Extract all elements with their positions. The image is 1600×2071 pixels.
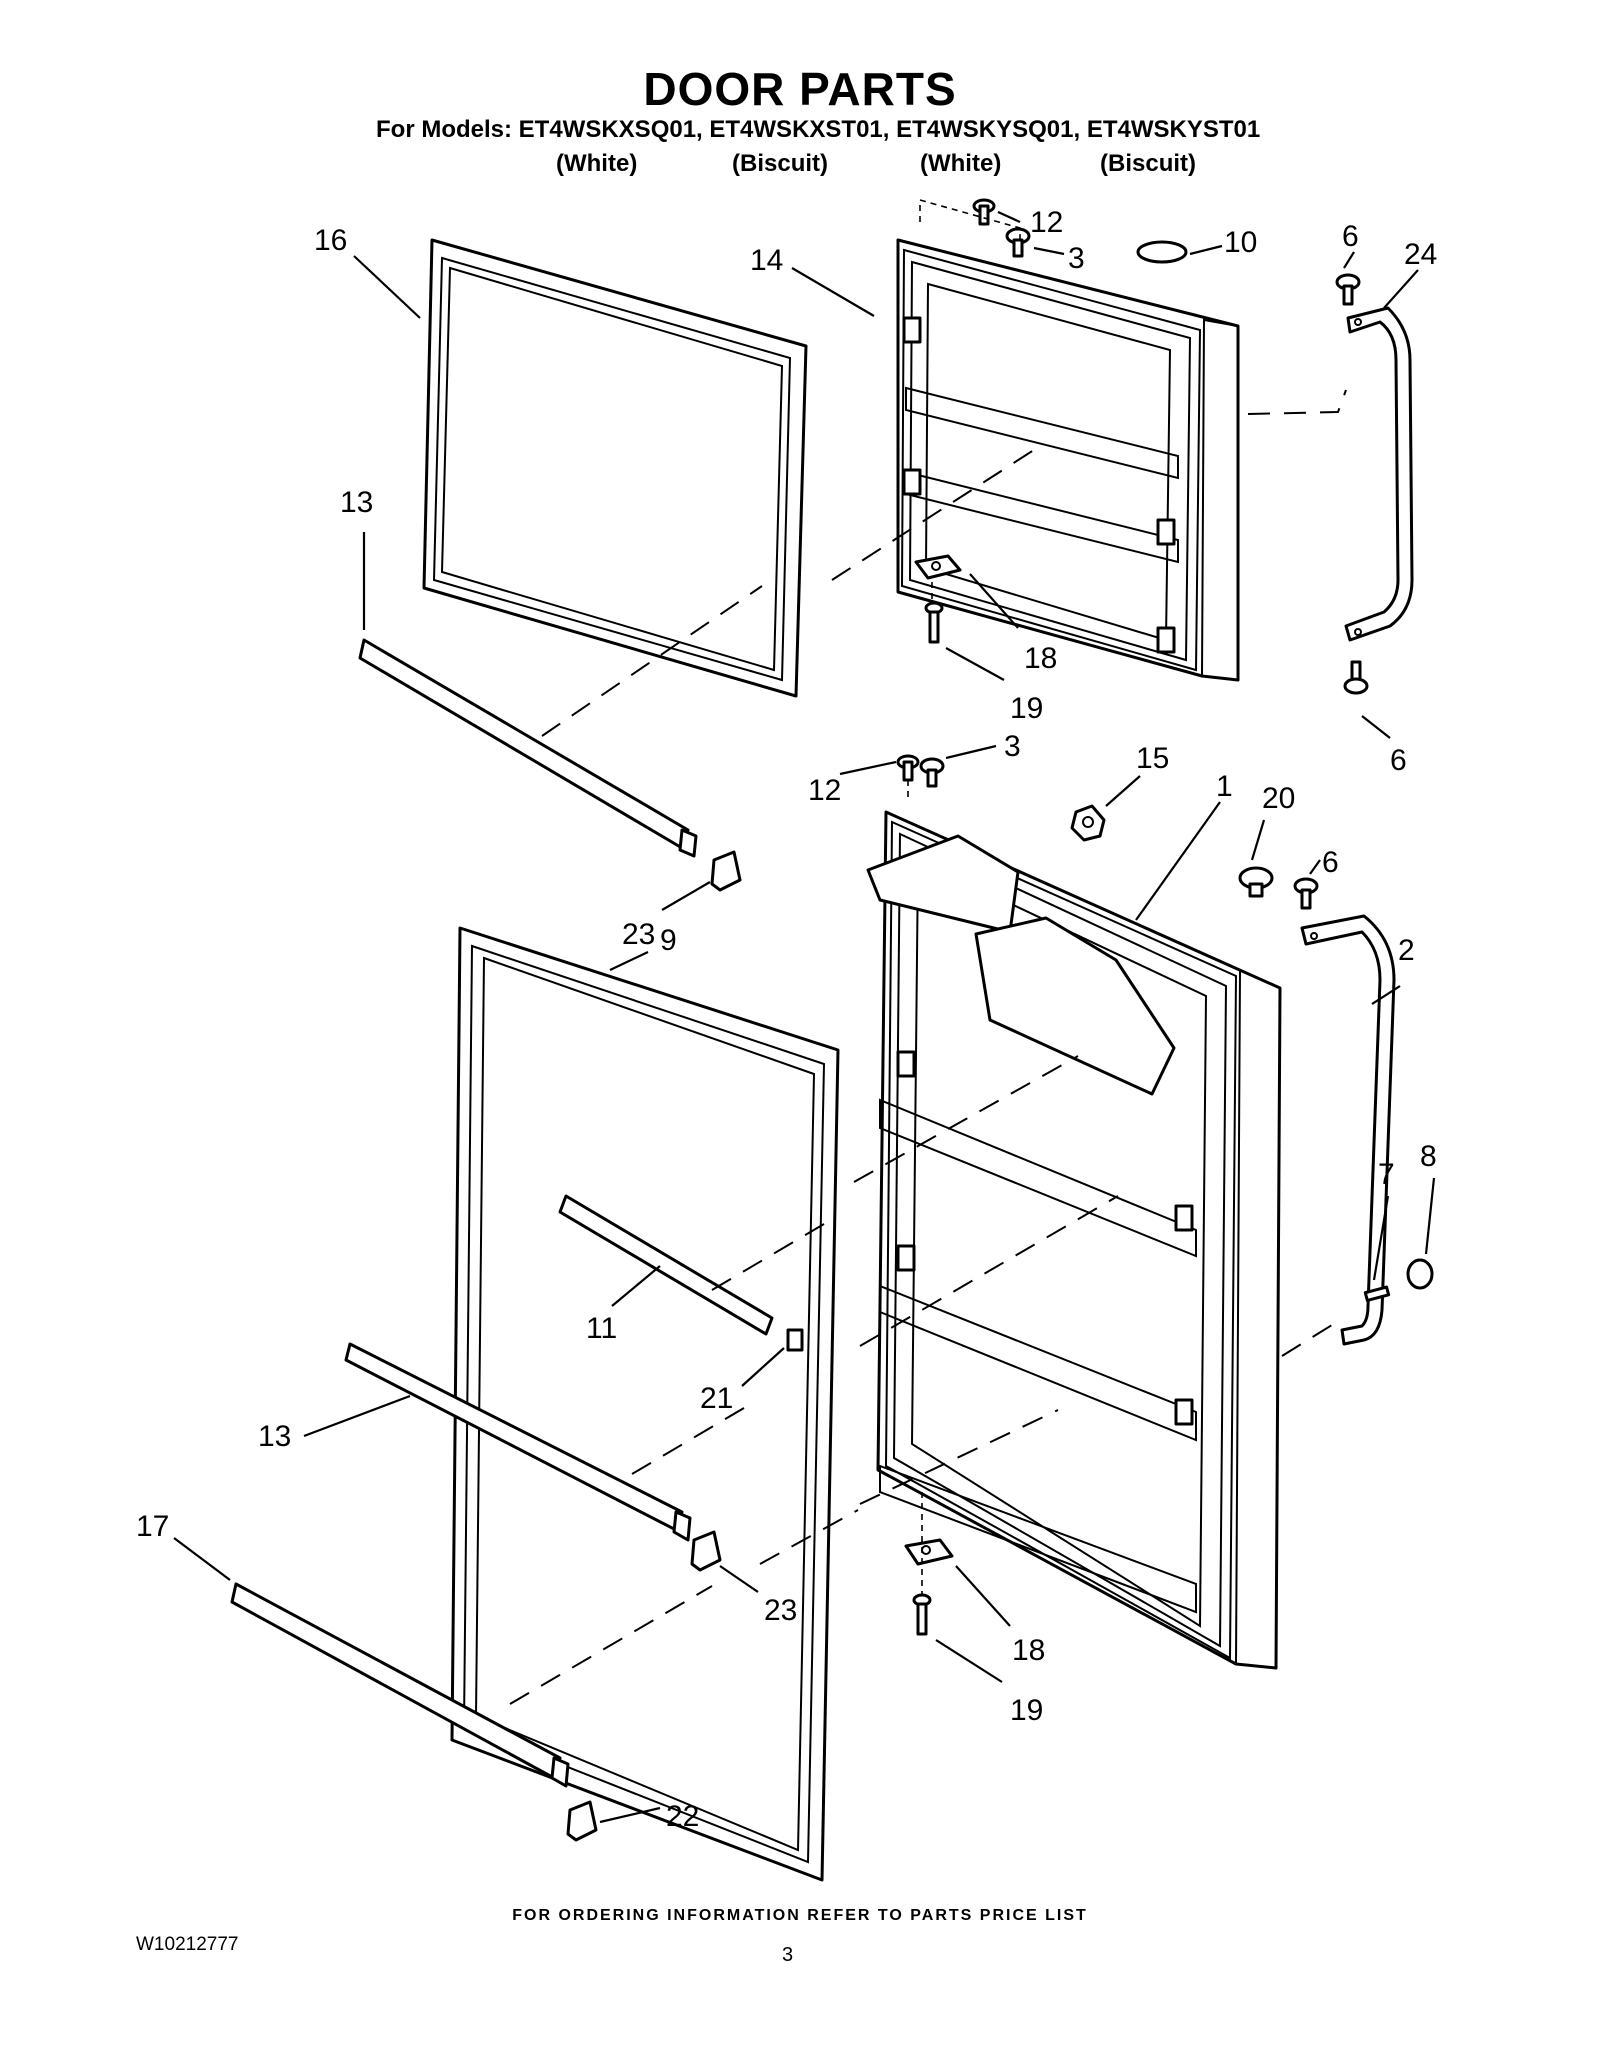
callout-19-upper: 19 <box>1010 692 1043 725</box>
hinge-18-lower <box>904 1538 954 1566</box>
variant-label-4: (Biscuit) <box>1100 150 1196 177</box>
callout-19-lower: 19 <box>1010 1694 1043 1727</box>
page-title: DOOR PARTS <box>643 63 957 115</box>
callout-20: 20 <box>1262 782 1295 815</box>
bushing-15 <box>1070 804 1106 842</box>
page-number: 3 <box>782 1944 794 1966</box>
callout-18-lower: 18 <box>1012 1634 1045 1667</box>
callout-10: 10 <box>1224 226 1257 259</box>
callout-11: 11 <box>586 1312 617 1345</box>
variant-label-1: (White) <box>556 150 638 177</box>
screw-3-mid <box>919 757 945 788</box>
alignment-lines <box>509 198 1347 1705</box>
callout-17: 17 <box>136 1510 169 1543</box>
end-cap-22 <box>566 1800 598 1842</box>
callout-12-top: 12 <box>1030 206 1063 239</box>
callout-8: 8 <box>1420 1140 1437 1173</box>
end-cap-23-upper <box>710 850 742 892</box>
fresh-food-door-gasket <box>450 926 840 1882</box>
callout-9: 9 <box>660 924 677 957</box>
callout-1: 1 <box>1216 770 1233 803</box>
callout-3-mid: 3 <box>1004 730 1021 763</box>
screw-7 <box>1363 1285 1391 1302</box>
freezer-door-gasket <box>422 238 808 698</box>
variant-label-3: (White) <box>920 150 1002 177</box>
callout-14: 14 <box>750 244 783 277</box>
variant-label-2: (Biscuit) <box>732 150 828 177</box>
cap-8 <box>1406 1258 1434 1290</box>
screw-6-lower <box>1293 877 1319 910</box>
callout-23-upper: 23 <box>622 918 655 951</box>
spacer-21 <box>786 1328 804 1352</box>
screw-19-lower <box>912 1593 932 1636</box>
trim-strip-13-lower <box>344 1342 692 1542</box>
screw-6-mid <box>1343 660 1369 695</box>
screw-3-top <box>1005 227 1031 258</box>
callout-12-mid: 12 <box>808 774 841 807</box>
trim-strip-11 <box>558 1194 774 1336</box>
callout-24: 24 <box>1404 238 1437 271</box>
callout-6-mid: 6 <box>1390 744 1407 777</box>
callout-numbers: 16 14 12 3 10 6 24 13 18 19 6 12 3 15 1 … <box>136 206 1437 1833</box>
trim-strip-13-upper <box>358 638 698 858</box>
leader-lines <box>173 210 1436 1824</box>
freezer-door <box>896 238 1240 682</box>
hinge-pin-12-mid <box>896 754 920 782</box>
plug-10 <box>1136 240 1188 264</box>
ordering-note: FOR ORDERING INFORMATION REFER TO PARTS … <box>512 1907 1088 1924</box>
callout-7: 7 <box>1378 1158 1395 1191</box>
screw-19-upper <box>924 601 944 644</box>
hinge-pin-12-top <box>972 198 996 226</box>
callout-15: 15 <box>1136 742 1169 775</box>
callout-23-lower: 23 <box>764 1594 797 1627</box>
callout-16: 16 <box>314 224 347 257</box>
fresh-food-door <box>866 810 1282 1670</box>
fresh-food-handle <box>1300 914 1396 1346</box>
models-line: For Models: ET4WSKXSQ01, ET4WSKXST01, ET… <box>376 116 1261 143</box>
screw-6-upper <box>1335 273 1361 306</box>
freezer-handle <box>1344 306 1414 642</box>
trim-strip-17 <box>230 1582 570 1788</box>
document-number: W10212777 <box>136 1934 239 1955</box>
callout-13-upper: 13 <box>340 486 373 519</box>
end-cap-23-lower <box>690 1530 722 1572</box>
hinge-18-upper <box>914 554 962 580</box>
plug-20 <box>1238 866 1274 898</box>
callout-22: 22 <box>666 1800 699 1833</box>
callout-18-upper: 18 <box>1024 642 1057 675</box>
callout-13-lower: 13 <box>258 1420 291 1453</box>
callout-2: 2 <box>1398 934 1415 967</box>
callout-3-top: 3 <box>1068 242 1085 275</box>
callout-6-lower: 6 <box>1322 846 1339 879</box>
callout-21: 21 <box>700 1382 733 1415</box>
callout-6-top: 6 <box>1342 220 1359 253</box>
